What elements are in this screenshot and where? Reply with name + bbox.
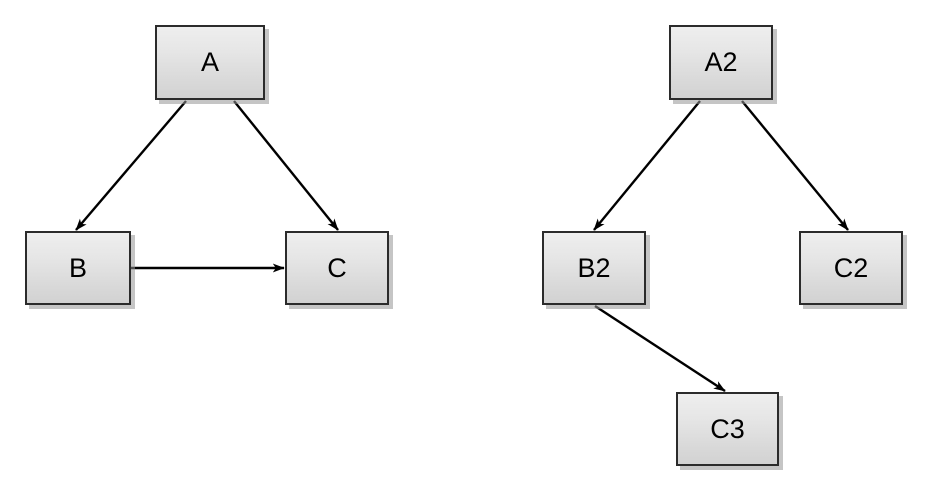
node-c3[interactable]: C3	[676, 392, 779, 466]
node-label: C3	[710, 413, 745, 444]
node-c[interactable]: C	[285, 231, 389, 305]
node-label: C	[327, 252, 347, 283]
edge-a-to-b[interactable]	[75, 100, 187, 231]
node-a[interactable]: A	[155, 25, 265, 100]
node-a2[interactable]: A2	[669, 25, 773, 100]
edge-a-to-c[interactable]	[233, 100, 339, 231]
node-label: B2	[577, 252, 611, 283]
node-b[interactable]: B	[25, 231, 131, 305]
node-label: A	[200, 47, 219, 77]
node-label: A2	[704, 47, 738, 77]
edge-a2-to-b2[interactable]	[593, 100, 701, 231]
node-c2[interactable]: C2	[799, 231, 903, 305]
node-b2[interactable]: B2	[542, 231, 646, 305]
node-label: B	[68, 252, 87, 283]
edge-b2-to-c3[interactable]	[594, 304, 726, 393]
node-label: C2	[833, 252, 869, 283]
edge-a2-to-c2[interactable]	[741, 100, 849, 231]
